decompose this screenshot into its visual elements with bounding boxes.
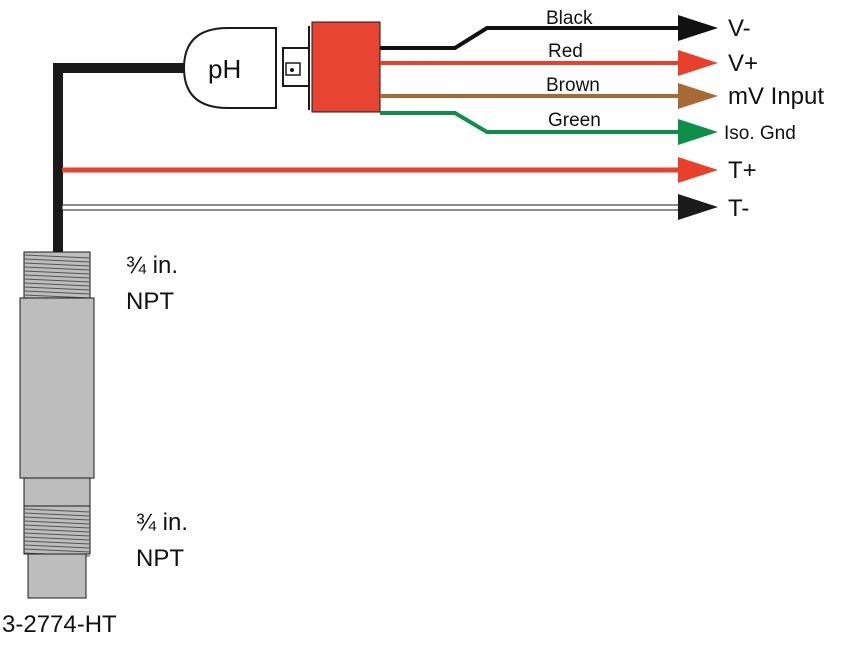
- thread-line: [23, 290, 91, 295]
- arrow-red: [678, 50, 718, 76]
- ph-label: pH: [208, 54, 241, 84]
- thread-line: [23, 254, 91, 259]
- lower-thread: [23, 505, 91, 557]
- wire-temp-white: [61, 204, 691, 211]
- thread-line: [23, 540, 91, 545]
- thread-line: [23, 258, 91, 263]
- npt-upper-size: ¾ in.: [126, 252, 178, 279]
- sensor-body-neck: [23, 477, 91, 507]
- thread-line: [23, 532, 91, 537]
- terminal-t-plus: T+: [728, 157, 757, 184]
- thread-line: [23, 544, 91, 549]
- thread-line: [23, 524, 91, 529]
- thread-line: [23, 282, 91, 287]
- thread-line: [23, 520, 91, 525]
- arrow-temp-red: [678, 157, 718, 183]
- arrow-black: [678, 15, 718, 41]
- thread-line: [23, 548, 91, 553]
- arrow-green: [678, 119, 718, 145]
- arrow-temp-white: [678, 194, 718, 220]
- npt-lower-type: NPT: [136, 545, 184, 572]
- terminal-iso-gnd: Iso. Gnd: [724, 123, 796, 144]
- upper-thread: [23, 251, 91, 299]
- thread-line: [23, 512, 91, 517]
- sensor-tip: [27, 553, 87, 599]
- thread-line: [23, 528, 91, 533]
- thread-line: [23, 278, 91, 283]
- npt-lower-size: ¾ in.: [136, 509, 188, 536]
- wire-label-green: Green: [548, 110, 601, 131]
- connector-pin-dot: [290, 68, 294, 72]
- thread-line: [23, 516, 91, 521]
- wire-label-brown: Brown: [546, 75, 600, 96]
- wire-green: [380, 111, 690, 134]
- thread-line: [23, 508, 91, 513]
- ph-preamp-body: [182, 27, 277, 109]
- thread-line: [23, 262, 91, 267]
- sensor-cable: [53, 63, 184, 252]
- connector-block: [311, 21, 381, 113]
- wire-label-black: Black: [546, 8, 593, 29]
- thread-line: [23, 286, 91, 291]
- wire-black: [380, 26, 690, 50]
- npt-upper-type: NPT: [126, 288, 174, 315]
- thread-line: [23, 536, 91, 541]
- arrow-brown: [678, 83, 718, 109]
- terminal-v-plus: V+: [728, 50, 758, 77]
- terminal-v-minus: V-: [728, 15, 751, 42]
- thread-line: [23, 266, 91, 271]
- sensor-body: [19, 297, 95, 479]
- thread-line: [23, 274, 91, 279]
- thread-line: [23, 270, 91, 275]
- terminal-mv-input: mV Input: [728, 83, 824, 110]
- wire-label-red: Red: [548, 41, 583, 62]
- terminal-t-minus: T-: [728, 195, 749, 222]
- part-number: 3-2774-HT: [2, 611, 117, 638]
